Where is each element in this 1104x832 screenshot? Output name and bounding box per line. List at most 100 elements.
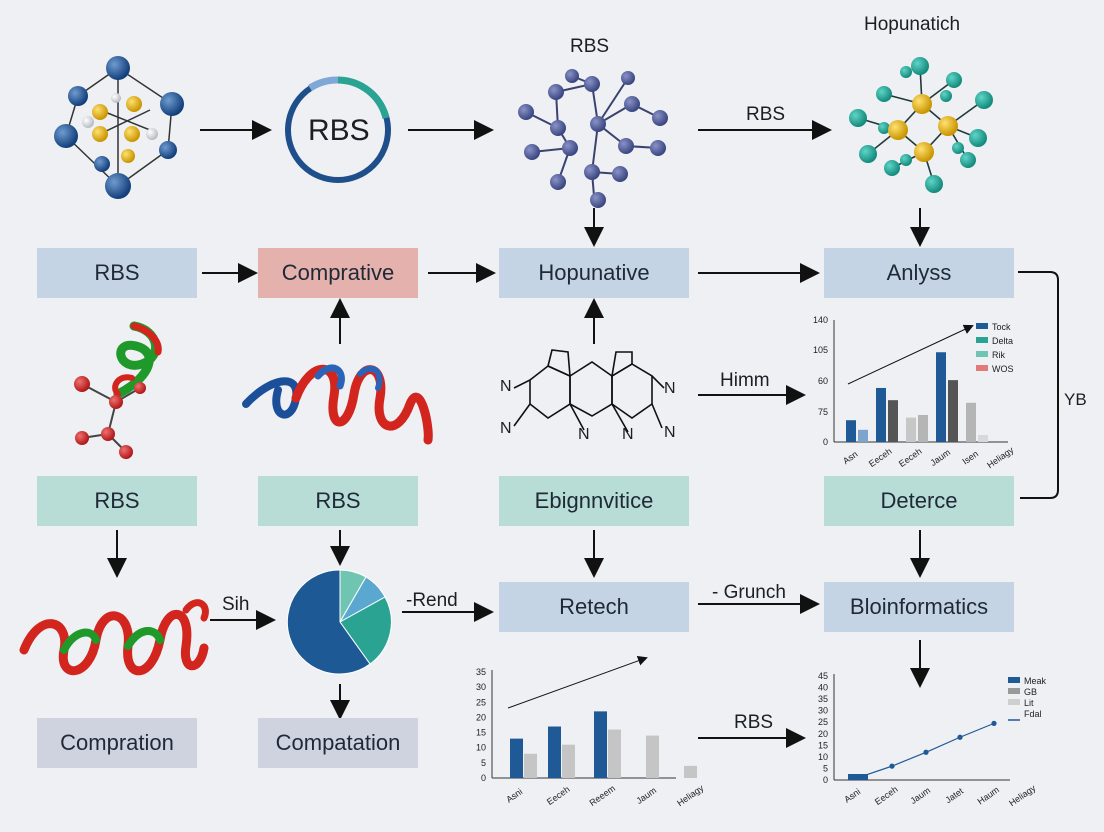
box-rbs-2: RBS	[37, 476, 197, 526]
y-tick-label: 15	[818, 740, 828, 750]
bar	[646, 735, 659, 778]
bar	[948, 380, 958, 442]
rbs-ring-icon	[285, 76, 391, 183]
top-right-title: Hopunatich	[864, 14, 961, 35]
x-tick-label: Asni	[842, 786, 862, 804]
y-tick-label: 105	[813, 345, 828, 355]
legend-swatch	[976, 365, 988, 371]
y-tick-label: 45	[818, 671, 828, 681]
bar	[846, 420, 856, 442]
x-tick-label: Asn	[841, 449, 859, 466]
y-tick-label: 40	[818, 683, 828, 693]
bar	[858, 429, 868, 442]
y-tick-label: 0	[481, 773, 486, 783]
bar	[524, 753, 537, 778]
x-tick-label: Heliagy	[675, 783, 706, 809]
bar	[888, 400, 898, 442]
x-tick-label: Reeem	[588, 783, 618, 808]
y-tick-label: 5	[481, 758, 486, 768]
atom-n-label: N	[622, 426, 634, 443]
x-tick-label: Eeceh	[897, 446, 924, 469]
bar	[918, 414, 928, 442]
y-tick-label: 10	[476, 743, 486, 753]
atom-n-label: N	[664, 424, 676, 441]
data-point	[923, 749, 929, 755]
atom-n-label: N	[578, 426, 590, 443]
x-tick-label: Eeceh	[867, 446, 894, 469]
bar	[510, 738, 523, 778]
y-tick-label: 20	[476, 712, 486, 722]
box-rbs-1: RBS	[37, 248, 197, 298]
x-tick-label: Haum	[976, 785, 1001, 807]
top-center-label: RBS	[570, 36, 610, 57]
x-tick-label: Jaum	[928, 447, 952, 468]
box-retech: Retech	[499, 582, 689, 632]
arrow-label-helix-right: Sih	[222, 594, 250, 615]
y-tick-label: 25	[476, 697, 486, 707]
legend-swatch	[1008, 699, 1020, 705]
arrow-label-bottom-mid: RBS	[734, 712, 774, 733]
box-rbs-3: RBS	[258, 476, 418, 526]
ring-label: RBS	[308, 114, 370, 147]
y-tick-label: 25	[818, 717, 828, 727]
box-comprative: Comprative	[258, 248, 418, 298]
x-tick-label: Jaum	[908, 785, 932, 806]
y-tick-label: 30	[818, 706, 828, 716]
y-tick-label: 75	[818, 407, 828, 417]
y-tick-label: 0	[823, 437, 828, 447]
data-point	[991, 720, 997, 726]
data-point	[957, 734, 963, 740]
x-tick-label: Heliagy	[1007, 783, 1038, 809]
bar	[562, 744, 575, 778]
bar	[684, 765, 697, 778]
x-tick-label: Heliagy	[985, 445, 1016, 471]
x-tick-label: Eeceh	[545, 784, 572, 807]
y-tick-label: 140	[813, 315, 828, 325]
teal-cluster-icon	[849, 57, 993, 193]
legend-swatch	[976, 323, 988, 329]
y-tick-label: 15	[476, 728, 486, 738]
ribbon-ball-molecule-icon	[74, 321, 162, 459]
crystal-cluster-icon	[54, 56, 184, 199]
bar	[906, 417, 916, 442]
box-hopunative: Hopunative	[499, 248, 689, 298]
box-anlyss: Anlyss	[824, 248, 1014, 298]
legend-label: Meak	[1024, 676, 1047, 686]
protein-ribbon-icon	[242, 364, 433, 445]
box-ebignnvitice: Ebignnvitice	[499, 476, 689, 526]
legend-swatch	[1008, 688, 1020, 694]
data-point	[855, 775, 861, 781]
y-tick-label: 5	[823, 763, 828, 773]
bar	[936, 352, 946, 442]
arrow-label-pie-right: -Rend	[406, 590, 458, 611]
y-tick-label: 35	[818, 694, 828, 704]
x-tick-label: Isen	[960, 449, 980, 467]
structural-formula-icon	[513, 349, 665, 433]
arrow-label-mid-right: Himm	[720, 370, 770, 391]
bar	[876, 387, 886, 442]
atom-n-label: N	[500, 378, 512, 395]
y-tick-label: 60	[818, 376, 828, 386]
legend-label: Fdal	[1024, 709, 1042, 719]
bar	[548, 726, 561, 778]
y-tick-label: 0	[823, 775, 828, 785]
atom-n-label: N	[664, 380, 676, 397]
connector-arrows	[107, 120, 1059, 748]
y-tick-label: 10	[818, 752, 828, 762]
y-tick-label: 30	[476, 682, 486, 692]
x-tick-label: Eeceh	[873, 784, 900, 807]
legend-label: GB	[1024, 687, 1037, 697]
x-tick-label: Jaum	[634, 785, 658, 806]
y-tick-label: 20	[818, 729, 828, 739]
legend-label: Rik	[992, 350, 1005, 360]
bracket-label: YB	[1064, 390, 1087, 409]
legend-label: Delta	[992, 336, 1013, 346]
arrow-label-top-right: RBS	[746, 104, 786, 125]
box-compatation: Compatation	[258, 718, 418, 768]
legend-label: WOS	[992, 364, 1014, 374]
x-tick-label: Jatet	[943, 786, 965, 806]
